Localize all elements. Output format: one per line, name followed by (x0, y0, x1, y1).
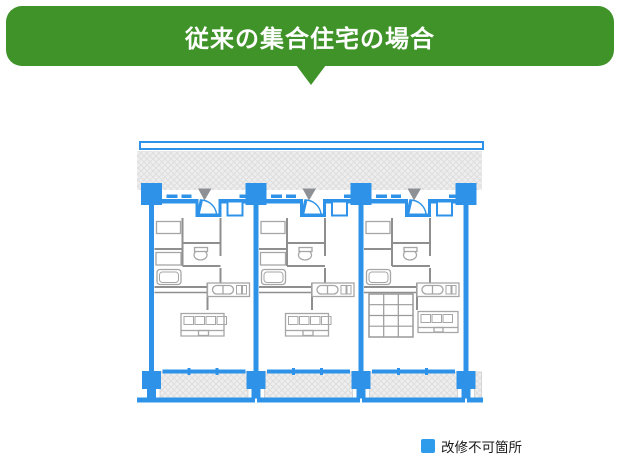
structural-walls (141, 183, 477, 399)
unit-2-plan (258, 188, 358, 375)
unit-3-balcony-sill (372, 368, 455, 375)
unit-3-plan (363, 188, 463, 375)
unit-2-entrance (258, 188, 358, 217)
banner-title: 従来の集合住宅の場合 (185, 25, 435, 53)
unit-2-balcony-sill (267, 368, 350, 375)
banner-pointer-icon (296, 65, 326, 85)
legend-label: 改修不可箇所 (441, 440, 522, 455)
unit-3-tatami-room (368, 293, 414, 338)
legend-swatch-non-renovatable (421, 439, 435, 453)
balcony (137, 371, 483, 403)
unit-3-fixtures (365, 220, 460, 334)
unit-1-entrance (154, 188, 254, 217)
unit-2-fixtures (259, 220, 355, 337)
unit-1-plan (154, 188, 254, 375)
unit-3-entrance (363, 188, 463, 217)
legend: 改修不可箇所 (421, 436, 522, 456)
unit-1-balcony-sill (162, 368, 246, 375)
header-banner: 従来の集合住宅の場合 (6, 6, 614, 66)
shared-corridor (137, 141, 484, 190)
unit-1-fixtures (155, 220, 251, 337)
